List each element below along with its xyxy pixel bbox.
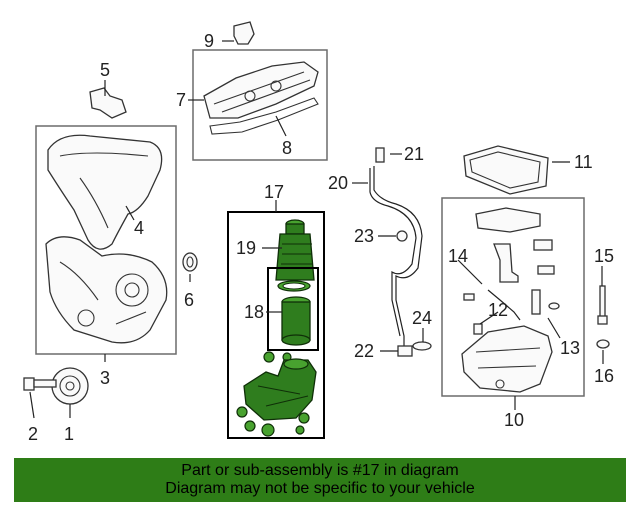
banner-line-2: Diagram may not be specific to your vehi…	[165, 480, 475, 497]
callout-2: 2	[28, 424, 38, 444]
timing-cover-lower[interactable]	[45, 236, 168, 344]
callout-19: 19	[236, 238, 256, 258]
callout-23: 23	[354, 226, 374, 246]
callout-3: 3	[100, 368, 110, 388]
callout-8: 8	[282, 138, 292, 158]
timing-gasket-bracket[interactable]	[89, 87, 127, 119]
callout-4: 4	[134, 218, 144, 238]
crank-pulley[interactable]	[51, 367, 89, 405]
callout-11: 11	[574, 152, 593, 172]
leader-lines	[29, 40, 604, 419]
seal-ring[interactable]	[182, 252, 198, 272]
valve-cover[interactable]	[203, 61, 319, 119]
filter-housing[interactable]	[236, 351, 317, 437]
callout-labels: 1 2 3 4 5 6 7 8 9 10 11 12 13 14 15 16 1…	[28, 31, 614, 444]
parts-diagram: 1 2 3 4 5 6 7 8 9 10 11 12 13 14 15 16 1…	[23, 21, 614, 444]
callout-21: 21	[404, 144, 424, 164]
callout-5: 5	[100, 60, 110, 80]
callout-7: 7	[176, 90, 186, 110]
callout-20: 20	[328, 173, 348, 193]
callout-16: 16	[594, 366, 614, 386]
filter-element-kit-box	[267, 267, 319, 351]
filter-element[interactable]	[281, 296, 311, 346]
drain-plug-bolt[interactable]	[473, 323, 483, 335]
baffle-plate[interactable]	[475, 207, 541, 233]
sensor-clip[interactable]	[375, 147, 385, 163]
callout-24: 24	[412, 308, 432, 328]
filter-cap[interactable]	[275, 219, 315, 281]
valve-cover-group-box	[192, 49, 328, 161]
info-banner: Part or sub-assembly is #17 in diagram D…	[14, 458, 626, 502]
callout-10: 10	[504, 410, 524, 430]
callout-15: 15	[594, 246, 614, 266]
callout-17: 17	[264, 182, 284, 202]
callout-1: 1	[64, 424, 74, 444]
valve-cover-gasket[interactable]	[209, 97, 319, 135]
timing-cover-group-box	[35, 125, 177, 355]
sensor-connector[interactable]	[397, 345, 413, 357]
banner-line-1: Part or sub-assembly is #17 in diagram	[181, 462, 459, 479]
oil-level-sensor-harness[interactable]	[369, 166, 423, 354]
oil-pump-pickup[interactable]	[493, 239, 555, 283]
oil-pan[interactable]	[461, 325, 553, 393]
breather-cap[interactable]	[233, 21, 255, 45]
washer[interactable]	[596, 339, 610, 349]
callout-13: 13	[560, 338, 580, 358]
oil-pan-group-box	[441, 197, 585, 397]
callout-6: 6	[184, 290, 194, 310]
stud-bolt[interactable]	[597, 285, 608, 325]
sensor-gasket[interactable]	[412, 341, 432, 351]
filter-o-ring[interactable]	[277, 280, 311, 292]
pulley-bolt[interactable]	[23, 377, 57, 391]
callout-22: 22	[354, 341, 374, 361]
pressure-sensor[interactable]	[396, 230, 408, 242]
callout-9: 9	[204, 31, 214, 51]
dipstick-tube[interactable]	[463, 289, 560, 321]
oil-pan-gasket[interactable]	[463, 145, 549, 195]
callout-12: 12	[488, 300, 508, 320]
callout-18: 18	[244, 302, 264, 322]
callout-14: 14	[448, 246, 468, 266]
timing-cover-upper[interactable]	[47, 134, 163, 250]
